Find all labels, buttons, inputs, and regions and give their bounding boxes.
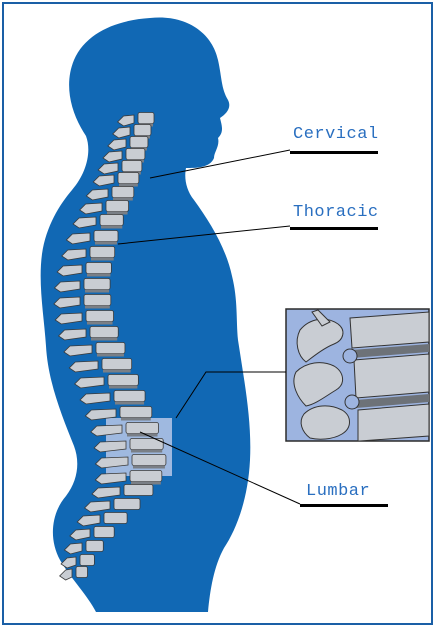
vertebra-body [94,527,114,538]
intervertebral-disc [119,184,138,187]
vertebra-body [102,359,132,370]
intervertebral-disc [121,418,151,421]
label-thoracic: Thoracic [293,203,379,222]
vertebra-body [126,423,159,434]
vertebra-body [80,555,94,566]
vertebra-body [104,513,127,524]
intervertebral-disc [87,322,113,325]
intervertebral-disc [115,402,144,405]
intervertebral-disc [133,466,165,469]
vertebra-body [120,407,152,418]
vertebra-body [118,173,139,184]
vertebra-body [130,137,148,148]
intervertebral-disc [103,370,131,373]
label-lumbar: Lumbar [306,482,370,501]
vertebra-body [96,343,125,354]
vertebra-body [122,161,142,172]
lumbar-inset [286,309,429,441]
vertebra-body [86,541,103,552]
vertebra-body [132,455,166,466]
vertebra-body [100,215,123,226]
vertebra-body [134,125,151,136]
vertebra-body [90,327,118,338]
vertebra-body [76,567,88,578]
vertebra-body [86,263,111,274]
vertebra-body [94,231,118,242]
vertebra-process [60,569,72,580]
vertebra-body [108,375,138,386]
vertebra-body [84,279,110,290]
intervertebral-disc [131,482,161,485]
label-cervical: Cervical [293,125,379,144]
intervertebral-disc [85,306,110,309]
vertebra-body [84,295,111,306]
vertebra-body [138,113,154,124]
intervertebral-disc [91,338,117,341]
intervertebral-disc [131,450,162,453]
vertebra-body [106,201,129,212]
vertebra-body [126,149,145,160]
vertebra-body [86,311,114,322]
vertebra-body [124,485,153,496]
intervertebral-disc [113,198,133,201]
vertebra-body [90,247,115,258]
vertebra-body [112,187,134,198]
vertebra-body [130,471,162,482]
intervertebral-disc [107,212,128,215]
intervertebral-disc [97,354,124,357]
intervertebral-disc [109,386,137,389]
intervertebral-disc [91,258,114,261]
intervertebral-disc [101,226,122,229]
vertebra-body [114,499,140,510]
vertebra-body [114,391,145,402]
intervertebral-disc [127,434,158,437]
intervertebral-disc [85,290,109,293]
intervertebral-disc [87,274,110,277]
intervertebral-disc [95,242,117,245]
